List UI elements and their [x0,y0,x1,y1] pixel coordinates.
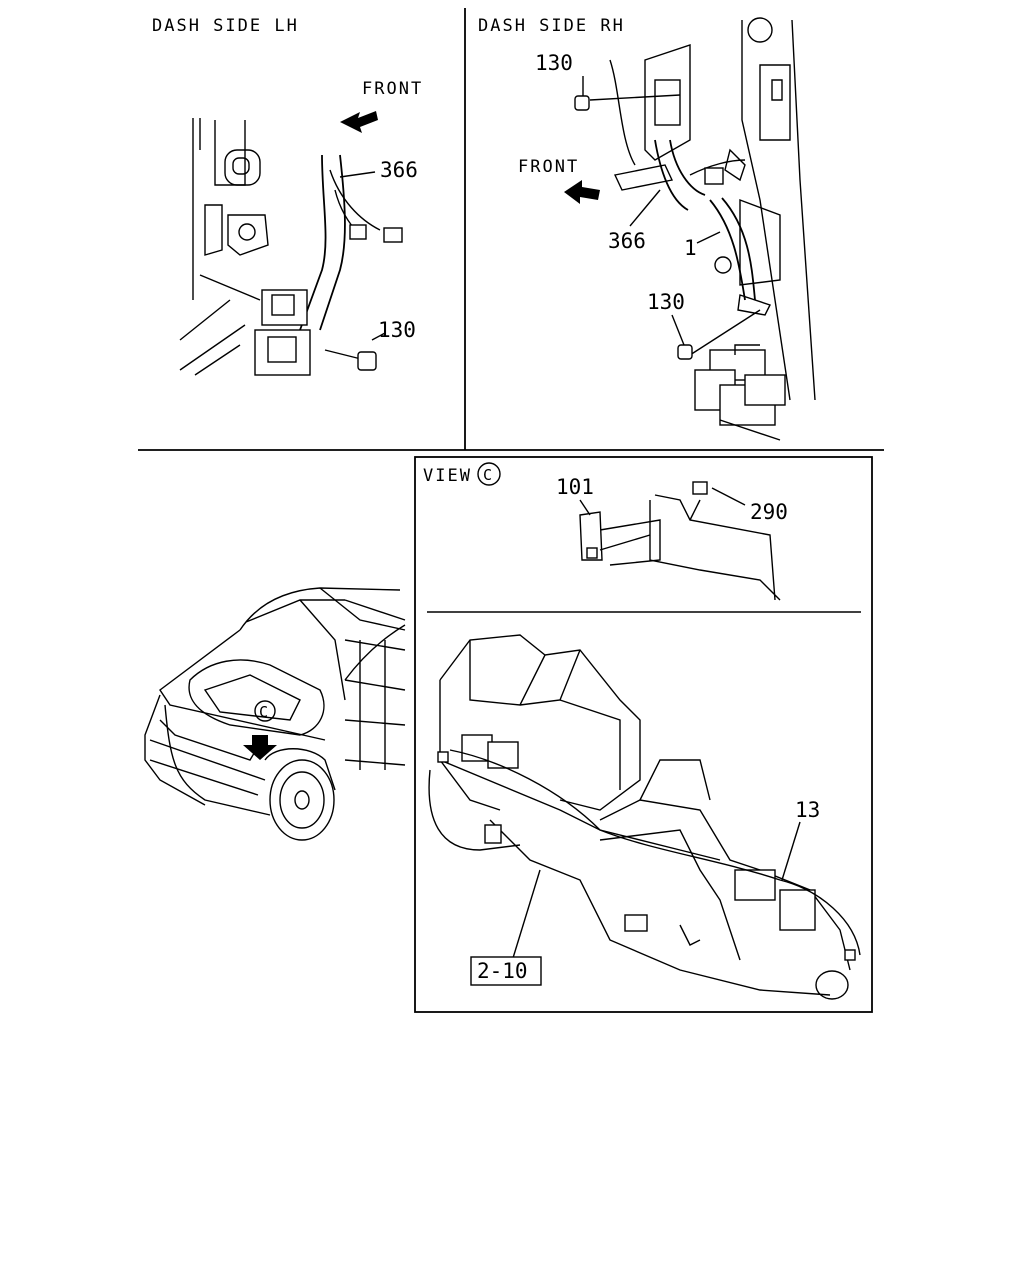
view-c-marker-circle [254,700,276,722]
callout-366-lh: 366 [380,158,418,182]
dash-lh-front-label: FRONT [362,79,423,99]
dash-rh-front-label: FRONT [518,157,579,177]
callout-130-rh-top: 130 [535,51,573,75]
callout-1-rh: 1 [684,236,697,260]
callout-130-lh: 130 [378,318,416,342]
view-c-marker-letter: C [259,703,268,721]
ref-box-2-10-label: 2-10 [477,959,528,983]
view-c-title-circle-letter: C [483,466,492,484]
dash-rh-title: DASH SIDE RH [478,16,625,36]
dash-lh-title: DASH SIDE LH [152,16,299,36]
view-c-title: VIEW [423,466,472,486]
dash-side-lh-panel: DASH SIDE LH FRONT 366 130 [152,16,423,376]
vehicle-overview: C [144,587,406,841]
ref-box-2-10 [470,956,542,986]
dash-rh-front-arrow [564,180,600,204]
dash-lh-front-arrow [340,111,378,133]
callout-290: 290 [750,500,788,524]
callout-101: 101 [556,475,594,499]
view-c-box: VIEW C 101 290 [414,456,873,1013]
callout-130-rh-bottom: 130 [647,290,685,314]
view-c-direction-arrow [243,735,277,760]
dash-side-rh-panel: DASH SIDE RH FRONT [478,16,816,441]
callout-13: 13 [795,798,820,822]
callout-366-rh: 366 [608,229,646,253]
